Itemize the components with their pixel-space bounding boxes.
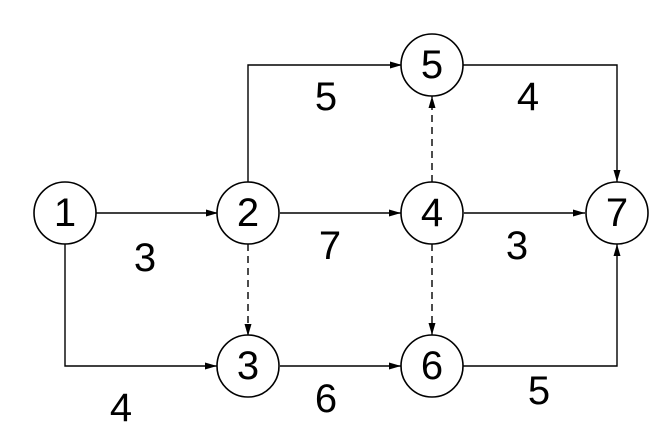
node-5-label: 5 <box>421 43 443 87</box>
edge-2-5: 5 <box>247 61 402 183</box>
edge-2-5-weight: 5 <box>315 75 337 119</box>
edge-6-7: 5 <box>463 244 621 413</box>
edge-5-7-weight: 4 <box>517 75 539 119</box>
edge-6-7-arrow <box>463 244 621 367</box>
edge-3-6: 6 <box>280 362 401 421</box>
node-6-label: 6 <box>421 344 443 388</box>
edge-2-5-arrow <box>247 61 402 183</box>
edge-3-6-weight: 6 <box>315 377 337 421</box>
node-4: 4 <box>400 181 464 245</box>
node-2: 2 <box>216 181 280 245</box>
edge-2-4-weight: 7 <box>319 224 341 268</box>
edge-1-3-arrow <box>64 242 217 370</box>
node-3: 3 <box>216 334 280 398</box>
edge-1-3-weight: 4 <box>110 386 132 430</box>
node-5: 5 <box>400 33 464 97</box>
edge-6-7-weight: 5 <box>528 369 550 413</box>
edge-2-4: 7 <box>280 209 401 268</box>
node-7-label: 7 <box>606 191 628 235</box>
node-6: 6 <box>400 334 464 398</box>
node-7: 7 <box>585 181 649 245</box>
node-4-label: 4 <box>421 191 443 235</box>
edge-5-7: 4 <box>463 64 621 182</box>
node-3-label: 3 <box>237 344 259 388</box>
node-1: 1 <box>33 181 97 245</box>
edge-1-2-weight: 3 <box>134 236 156 280</box>
node-1-label: 1 <box>54 191 76 235</box>
edge-4-7-weight: 3 <box>506 224 528 268</box>
edge-5-7-arrow <box>463 64 621 182</box>
node-2-label: 2 <box>237 191 259 235</box>
edge-4-7: 3 <box>464 209 585 268</box>
edge-1-3: 4 <box>64 242 217 430</box>
edge-1-2: 3 <box>96 209 218 280</box>
